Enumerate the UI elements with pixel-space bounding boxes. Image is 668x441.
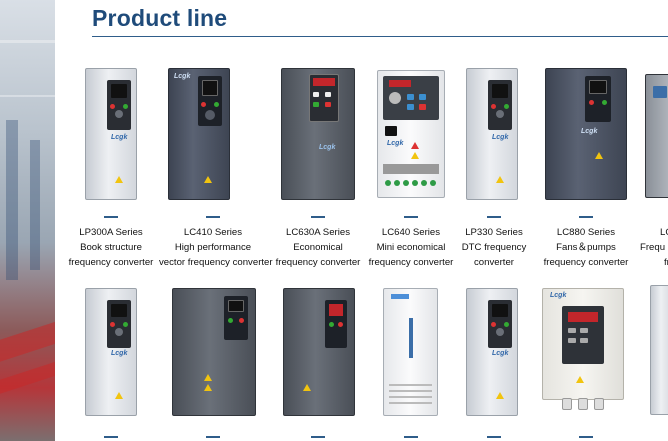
caption-dash	[311, 216, 325, 218]
caption-dash	[206, 436, 220, 438]
product-caption-partial: LCFrequfr	[640, 227, 668, 268]
caption-dash	[487, 436, 501, 438]
product-row2-1-image: Lcgk	[85, 288, 137, 416]
product-lc410-image: Lcgk	[168, 68, 230, 200]
title-divider	[92, 36, 668, 37]
caption-dash	[404, 436, 418, 438]
product-lp300a-image: Lcgk	[85, 68, 137, 200]
caption-dash	[206, 216, 220, 218]
product-row2-2-image	[172, 288, 256, 416]
product-row2-6-image: Lcgk	[542, 288, 624, 412]
product-partial-image	[645, 74, 668, 198]
product-lc880-image: Lcgk	[545, 68, 627, 200]
product-row2-3-image	[283, 288, 355, 416]
caption-dash	[404, 216, 418, 218]
product-lc630a-image: Lcgk	[281, 68, 355, 200]
product-row2-7-image	[650, 285, 668, 415]
caption-dash	[104, 436, 118, 438]
page-title: Product line	[92, 5, 228, 31]
caption-dash	[487, 216, 501, 218]
caption-dash	[579, 436, 593, 438]
product-row2-5-image: Lcgk	[466, 288, 518, 416]
product-row2-4-image	[383, 288, 438, 416]
product-lp330-image: Lcgk	[466, 68, 518, 200]
factory-background-photo	[0, 0, 55, 441]
caption-dash	[104, 216, 118, 218]
product-lc640-image: Lcgk	[377, 70, 445, 198]
caption-dash	[311, 436, 325, 438]
caption-dash	[579, 216, 593, 218]
